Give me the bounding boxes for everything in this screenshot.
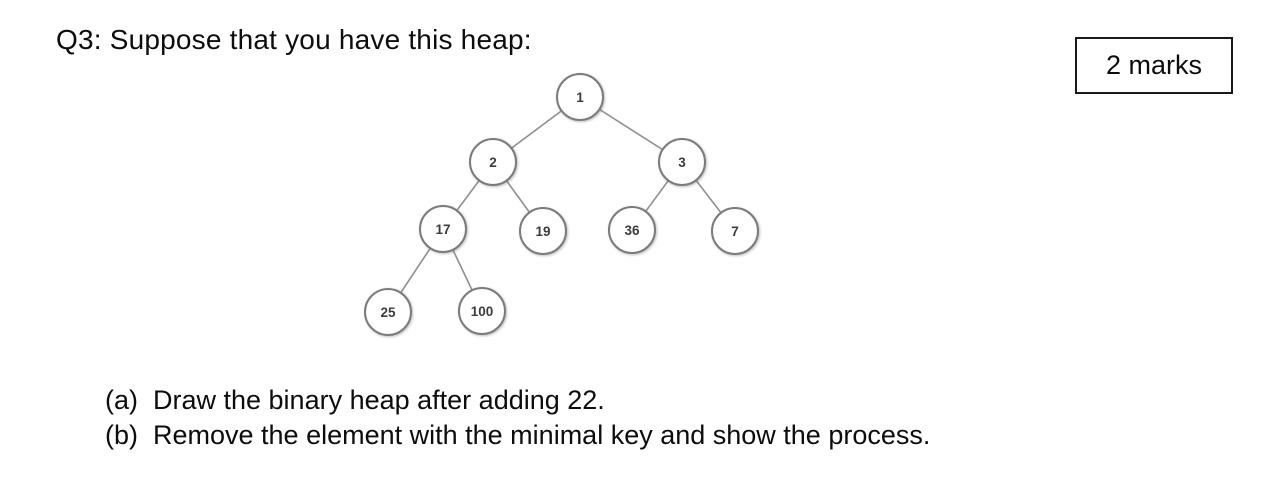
heap-node-circle	[556, 73, 604, 121]
heap-node: 36	[608, 206, 656, 254]
heap-node-value: 3	[678, 155, 686, 170]
heap-node: 7	[711, 207, 759, 255]
heap-node: 100	[458, 287, 506, 335]
heap-node: 3	[658, 138, 706, 186]
question-row: (a) Draw the binary heap after adding 22…	[105, 383, 930, 418]
heap-node-value: 1	[576, 90, 584, 105]
heap-node-value: 7	[731, 224, 739, 239]
marks-badge: 2 marks	[1075, 37, 1233, 94]
heap-node: 19	[519, 207, 567, 255]
heap-node-value: 36	[624, 223, 640, 238]
question-label: (b)	[105, 420, 138, 450]
heap-node-value: 100	[471, 304, 494, 319]
question-text: Draw the binary heap after adding 22.	[153, 385, 605, 415]
heap-node-value: 19	[535, 224, 550, 239]
heap-node-circle	[458, 287, 506, 335]
heap-node-value: 25	[380, 305, 396, 320]
heap-node: 17	[419, 205, 467, 253]
heap-node-circle	[469, 138, 517, 186]
question-text: Remove the element with the minimal key …	[153, 420, 931, 450]
question-list: (a) Draw the binary heap after adding 22…	[105, 383, 930, 453]
question-label: (a)	[105, 385, 138, 415]
heap-node: 2	[469, 138, 517, 186]
heap-node-circle	[364, 288, 412, 336]
heap-node-value: 17	[435, 222, 450, 237]
question-row: (b) Remove the element with the minimal …	[105, 418, 930, 453]
heap-node-circle	[519, 207, 567, 255]
heap-node-circle	[658, 138, 706, 186]
heap-node: 25	[364, 288, 412, 336]
heap-node-value: 2	[489, 155, 497, 170]
heap-node-circle	[608, 206, 656, 254]
marks-badge-label: 2 marks	[1105, 50, 1203, 80]
heap-edges	[387, 96, 736, 313]
heap-node-circle	[711, 207, 759, 255]
heap-node: 1	[556, 73, 604, 121]
heap-node-circle	[419, 205, 467, 253]
page-title: Q3: Suppose that you have this heap:	[56, 24, 532, 55]
